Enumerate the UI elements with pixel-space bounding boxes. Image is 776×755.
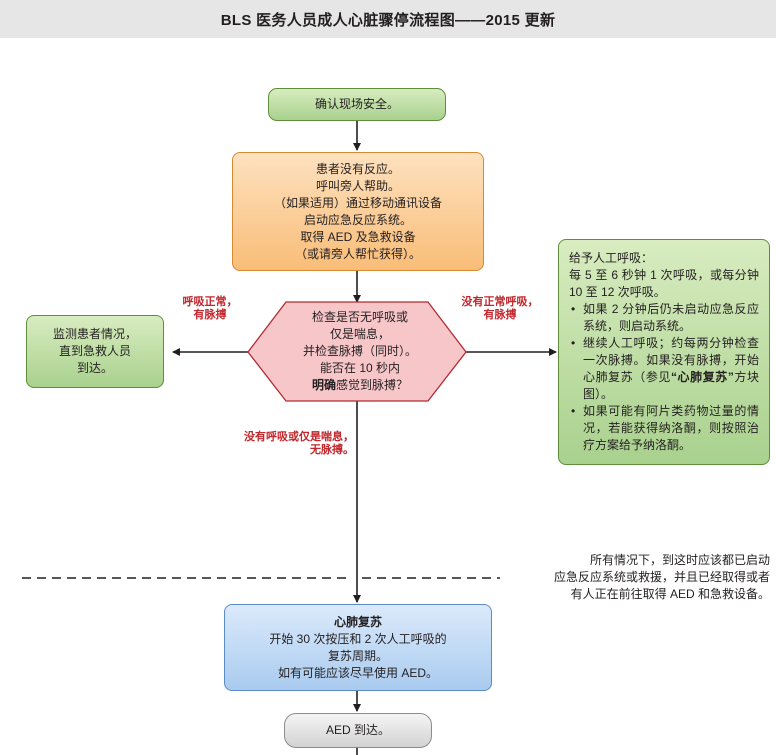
label-line: 没有正常呼吸， [461, 296, 539, 308]
scene-safety-box: 确认现场安全。 [268, 88, 446, 121]
rescue-title: 给予人工呼吸： [569, 251, 654, 265]
scene-safety-text: 确认现场安全。 [314, 97, 399, 111]
check-line: 检查是否无呼吸或 [311, 310, 408, 324]
check-bold: 明确 [311, 378, 336, 392]
check-line: 能否在 10 秒内 [319, 361, 401, 375]
cpr-box: 心肺复苏 开始 30 次按压和 2 次人工呼吸的 复苏周期。 如有可能应该尽早使… [224, 604, 492, 691]
header-bar: BLS 医务人员成人心脏骤停流程图——2015 更新 [0, 0, 776, 38]
monitor-line: 直到急救人员 [58, 344, 131, 358]
check-line-last: 明确感觉到脉搏？ [262, 377, 458, 394]
check-line: 并检查脉搏（同时）。 [302, 344, 417, 358]
unresponsive-line: 取得 AED 及急救设备 [300, 229, 416, 244]
all-cases-note: 所有情况下，到这时应该都已启动 应急反应系统或救援，并且已经取得或者 有人正在前… [500, 552, 770, 603]
rescue-breathing-box: 给予人工呼吸： 每 5 至 6 秒钟 1 次呼吸，或每分钟 10 至 12 次呼… [558, 239, 770, 465]
label-no-breathing: 没有呼吸或仅是喘息， 无脉搏。 [212, 431, 354, 457]
decision-shape [247, 301, 467, 402]
cpr-line: 复苏周期。 [327, 648, 388, 663]
rescue-rate: 每 5 至 6 秒钟 1 次呼吸，或每分钟 10 至 12 次呼吸。 [569, 268, 759, 299]
monitor-line: 监测患者情况， [52, 327, 137, 341]
unresponsive-line: （或请旁人帮忙获得）。 [294, 246, 421, 261]
note-line: 应急反应系统或救援，并且已经取得或者 [553, 570, 770, 584]
unresponsive-line: 患者没有反应。 [315, 161, 400, 176]
unresponsive-line: （如果适用）通过移动通讯设备 [273, 195, 442, 210]
monitor-line: 到达。 [76, 361, 113, 375]
rescue-bullets: 如果 2 分钟后仍未启动应急反应系统，则启动系统。 继续人工呼吸；约每两分钟检查… [569, 301, 759, 454]
cpr-line: 开始 30 次按压和 2 次人工呼吸的 [269, 631, 447, 646]
rescue-bullet-bold: “心肺复苏” [670, 370, 734, 384]
label-line: 有脉搏 [193, 309, 227, 321]
note-line: 有人正在前往取得 AED 和急救设备。 [570, 587, 770, 601]
monitor-box: 监测患者情况， 直到急救人员 到达。 [26, 315, 164, 388]
note-line: 所有情况下，到这时应该都已启动 [589, 553, 770, 567]
label-line: 呼吸正常， [182, 296, 238, 308]
label-line: 没有呼吸或仅是喘息， [244, 431, 354, 443]
unresponsive-line: 呼叫旁人帮助。 [315, 178, 400, 193]
cpr-line: 如有可能应该尽早使用 AED。 [277, 665, 438, 680]
check-tail: 感觉到脉搏？ [336, 378, 409, 392]
cpr-title: 心肺复苏 [333, 614, 382, 629]
label-abnormal-breathing: 没有正常呼吸， 有脉搏 [452, 296, 548, 322]
rescue-bullet-text: 方块图）。 [583, 370, 759, 401]
unresponsive-box: 患者没有反应。 呼叫旁人帮助。 （如果适用）通过移动通讯设备 启动应急反应系统。… [232, 152, 484, 271]
aed-arrives-text: AED 到达。 [325, 723, 390, 737]
label-normal-breathing: 呼吸正常， 有脉搏 [168, 296, 252, 322]
rescue-bullet: 如果可能有阿片类药物过量的情况，若能获得纳洛酮，则按照治疗方案给予纳洛酮。 [571, 403, 759, 454]
rescue-bullet: 继续人工呼吸；约每两分钟检查一次脉搏。如果没有脉搏，开始心肺复苏（参见“心肺复苏… [571, 335, 759, 403]
page-title: BLS 医务人员成人心脏骤停流程图——2015 更新 [220, 11, 556, 29]
rescue-bullet-text: 继续人工呼吸；约每两分钟检查一次脉搏。如果没有脉搏，开始心肺复苏（参见 [583, 336, 759, 384]
check-breathing-text: 检查是否无呼吸或 仅是喘息， 并检查脉搏（同时）。 能否在 10 秒内 明确感觉… [262, 309, 458, 407]
unresponsive-line: 启动应急反应系统。 [303, 212, 412, 227]
label-line: 有脉搏 [483, 309, 517, 321]
label-line: 无脉搏。 [310, 444, 354, 456]
aed-arrives-box: AED 到达。 [284, 713, 432, 748]
rescue-bullet: 如果 2 分钟后仍未启动应急反应系统，则启动系统。 [571, 301, 759, 335]
check-line: 仅是喘息， [329, 327, 390, 341]
